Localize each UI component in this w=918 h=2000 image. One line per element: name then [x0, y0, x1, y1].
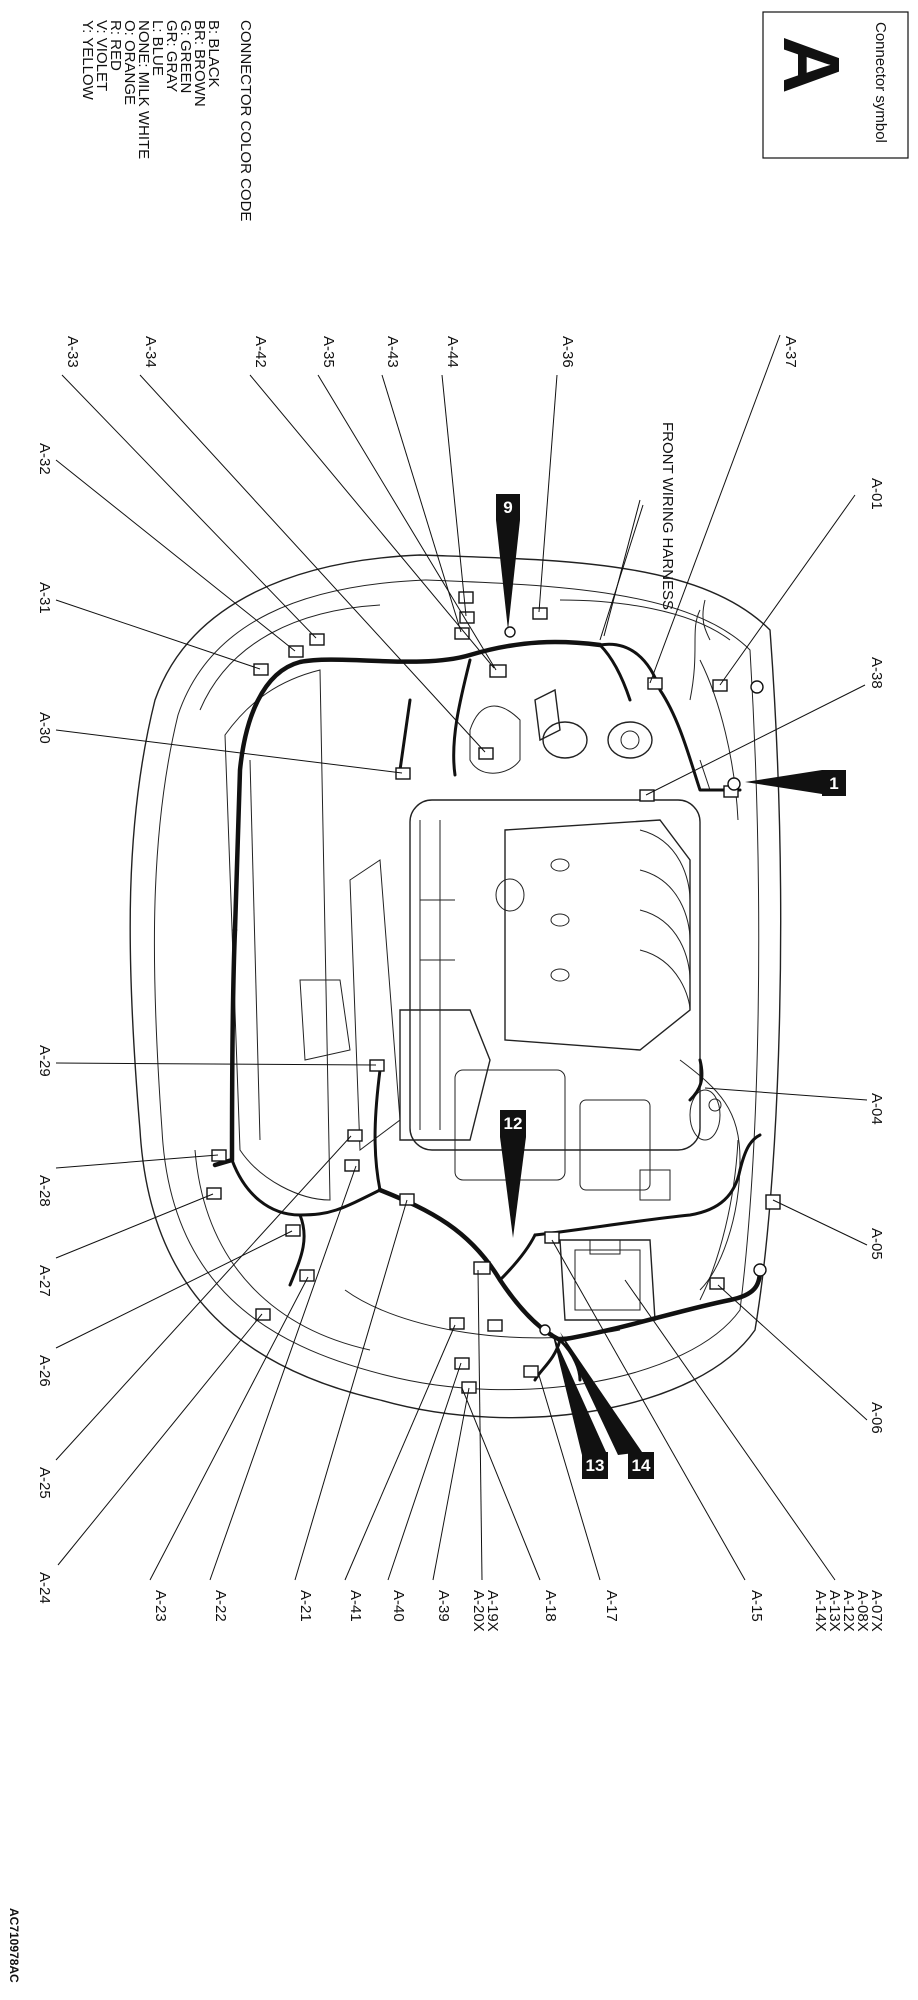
label-a35: A-35 — [320, 336, 337, 368]
label-a28: A-28 — [36, 1175, 53, 1207]
label-a30: A-30 — [36, 712, 53, 744]
color-code-item: R: RED — [107, 20, 124, 71]
color-code-item: NONE: MILK WHITE — [135, 20, 152, 159]
svg-text:A-14X: A-14X — [812, 1590, 829, 1632]
label-a31: A-31 — [36, 582, 53, 614]
label-a07-a14: A-07X A-08X A-12X A-13X A-14X — [812, 1590, 885, 1632]
label-a44: A-44 — [444, 336, 461, 368]
label-a15: A-15 — [748, 1590, 765, 1622]
connector-color-code: CONNECTOR COLOR CODE B: BLACK BR: BROWN … — [79, 20, 254, 221]
svg-text:9: 9 — [503, 498, 512, 517]
label-a29: A-29 — [36, 1045, 53, 1077]
label-a25: A-25 — [36, 1467, 53, 1499]
connector-symbol-title: Connector symbol — [872, 22, 889, 143]
svg-text:A-07X: A-07X — [868, 1590, 885, 1632]
label-a42: A-42 — [252, 336, 269, 368]
connector-symbol-box: Connector symbol A — [762, 11, 909, 159]
figure-code: AC710978AC — [7, 1908, 21, 1983]
svg-text:A-12X: A-12X — [840, 1590, 857, 1632]
color-code-item: GR: GRAY — [163, 20, 180, 92]
color-code-item: G: GREEN — [177, 20, 194, 93]
label-a32: A-32 — [36, 443, 53, 475]
connectors — [206, 591, 781, 1394]
connector-symbol-letter: A — [767, 36, 856, 94]
harness-label: FRONT WIRING HARNESS — [603, 422, 676, 637]
leader-lines — [55, 334, 868, 1581]
label-a23: A-23 — [152, 1590, 169, 1622]
label-a43: A-43 — [384, 336, 401, 368]
svg-text:A-08X: A-08X — [854, 1590, 871, 1632]
color-code-item: Y: YELLOW — [79, 20, 96, 101]
label-a37: A-37 — [782, 336, 799, 368]
label-a33: A-33 — [64, 336, 81, 368]
label-a39: A-39 — [435, 1590, 452, 1622]
svg-text:14: 14 — [632, 1456, 651, 1475]
callout-12: 12 — [500, 1110, 526, 1238]
label-a40: A-40 — [390, 1590, 407, 1622]
svg-text:A-19X: A-19X — [484, 1590, 501, 1632]
callout-1: 1 — [745, 770, 846, 796]
label-a22: A-22 — [212, 1590, 229, 1622]
label-a27: A-27 — [36, 1265, 53, 1297]
color-code-heading: CONNECTOR COLOR CODE — [237, 20, 254, 221]
engine-compartment — [299, 599, 741, 1321]
vehicle-outline — [129, 554, 782, 1419]
color-code-item: BR: BROWN — [191, 20, 208, 107]
label-a17: A-17 — [603, 1590, 620, 1622]
svg-text:FRONT WIRING HARNESS: FRONT WIRING HARNESS — [659, 422, 676, 610]
svg-text:12: 12 — [504, 1114, 523, 1133]
label-a36: A-36 — [559, 336, 576, 368]
label-a34: A-34 — [142, 336, 159, 368]
callout-14: 14 — [560, 1332, 654, 1479]
label-a38: A-38 — [868, 657, 885, 689]
color-code-item: B: BLACK — [205, 20, 222, 88]
label-a06: A-06 — [868, 1402, 885, 1434]
color-code-item: O: ORANGE — [121, 20, 138, 105]
front-wiring-harness — [212, 639, 763, 1382]
label-a05: A-05 — [868, 1228, 885, 1260]
label-a04: A-04 — [868, 1093, 885, 1125]
label-a41: A-41 — [347, 1590, 364, 1622]
label-a19-a20: A-19X A-20X — [470, 1590, 501, 1632]
connector-labels: A-01 A-38 A-04 A-05 A-06 A-07X A-08X A-1… — [36, 336, 885, 1632]
svg-text:A-13X: A-13X — [826, 1590, 843, 1632]
svg-text:A-20X: A-20X — [470, 1590, 487, 1632]
label-a18: A-18 — [542, 1590, 559, 1622]
svg-text:13: 13 — [586, 1456, 605, 1475]
callout-13: 13 — [552, 1332, 608, 1479]
svg-text:AC710978AC: AC710978AC — [7, 1908, 21, 1983]
label-a01: A-01 — [868, 478, 885, 510]
label-a21: A-21 — [297, 1590, 314, 1622]
svg-text:1: 1 — [829, 774, 838, 793]
label-a26: A-26 — [36, 1355, 53, 1387]
callout-9: 9 — [496, 494, 520, 630]
color-code-item: L: BLUE — [149, 20, 166, 76]
color-code-item: V: VIOLET — [93, 20, 110, 91]
label-a24: A-24 — [36, 1572, 53, 1604]
